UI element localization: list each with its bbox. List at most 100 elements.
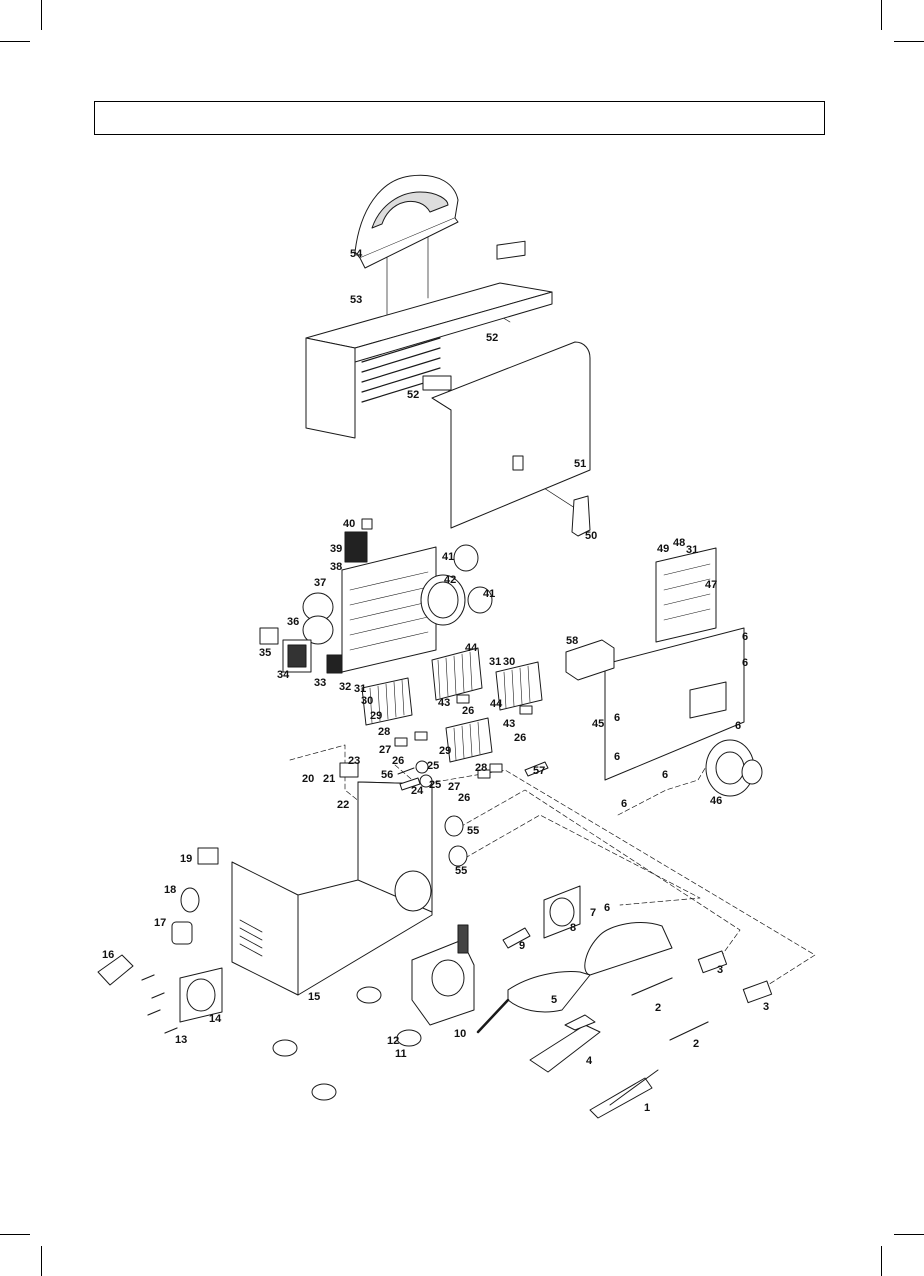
label-21: 21 (323, 773, 335, 785)
label-57: 57 (533, 765, 545, 777)
label-26b: 26 (514, 732, 526, 744)
label-6c: 6 (614, 712, 620, 724)
label-52a: 52 (486, 332, 498, 344)
label-6b: 6 (742, 657, 748, 669)
label-3b: 3 (763, 1001, 769, 1013)
label-56: 56 (381, 769, 393, 781)
label-6f: 6 (662, 769, 668, 781)
knob-46 (706, 740, 762, 796)
screws-13 (142, 975, 177, 1033)
label-26a: 26 (462, 705, 474, 717)
label-52b: 52 (407, 389, 419, 401)
label-39: 39 (330, 543, 342, 555)
label-31b: 31 (354, 683, 366, 695)
heatsink-44-a (432, 648, 482, 700)
plug-3-b (743, 981, 771, 1003)
label-13: 13 (175, 1034, 187, 1046)
label-6g: 6 (621, 798, 627, 810)
label-20: 20 (302, 773, 314, 785)
label-32: 32 (339, 681, 351, 693)
switch-19 (198, 848, 218, 864)
label-1: 1 (644, 1102, 650, 1114)
part-9 (503, 928, 530, 948)
label-2a: 2 (655, 1002, 661, 1014)
label-11: 11 (395, 1048, 407, 1060)
label-6e: 6 (614, 751, 620, 763)
label-25b: 25 (429, 779, 441, 791)
label-45: 45 (592, 718, 604, 730)
label-41b: 41 (483, 588, 495, 600)
label-55a: 55 (467, 825, 479, 837)
label-29a: 29 (370, 710, 382, 722)
wire-feeder-10 (412, 925, 474, 1025)
label-15: 15 (308, 991, 320, 1003)
label-26d: 26 (458, 792, 470, 804)
label-12: 12 (387, 1035, 399, 1047)
cable-2 (632, 978, 708, 1040)
label-47: 47 (705, 579, 717, 591)
label-34: 34 (277, 669, 290, 681)
label-37: 37 (314, 577, 326, 589)
label-38: 38 (330, 561, 342, 573)
label-7: 7 (590, 907, 596, 919)
label-10: 10 (454, 1028, 466, 1040)
label-4: 4 (586, 1055, 593, 1067)
label-31c: 31 (686, 544, 698, 556)
label-6d: 6 (735, 720, 741, 732)
label-16: 16 (102, 949, 114, 961)
label-23: 23 (348, 755, 360, 767)
socket-55-a (445, 816, 463, 836)
label-44b: 44 (490, 698, 503, 710)
pcb-assembly (260, 519, 492, 673)
side-cover-51 (432, 342, 590, 528)
heatsink-29-b (446, 718, 492, 762)
handle-54 (355, 175, 458, 268)
label-53: 53 (350, 294, 362, 306)
part-18 (181, 888, 199, 912)
chassis-15 (232, 782, 432, 995)
label-25a: 25 (427, 760, 439, 772)
label-3a: 3 (717, 964, 723, 976)
pcb-47 (656, 548, 716, 642)
label-29b: 29 (439, 745, 451, 757)
label-58: 58 (566, 635, 578, 647)
socket-55-b (449, 846, 467, 866)
label-36: 36 (287, 616, 299, 628)
label-30a: 30 (503, 656, 515, 668)
label-24: 24 (411, 785, 424, 797)
label-28a: 28 (378, 726, 390, 738)
label-31a: 31 (489, 656, 501, 668)
label-43b: 43 (503, 718, 515, 730)
label-5: 5 (551, 994, 557, 1006)
label-18: 18 (164, 884, 176, 896)
part-17 (172, 922, 192, 944)
label-50: 50 (585, 530, 597, 542)
label-35: 35 (259, 647, 271, 659)
label-14: 14 (209, 1013, 222, 1025)
label-44a: 44 (465, 642, 478, 654)
label-28b: 28 (475, 762, 487, 774)
label-26c: 26 (392, 755, 404, 767)
label-27a: 27 (379, 744, 391, 756)
label-51: 51 (574, 458, 586, 470)
label-9: 9 (519, 940, 525, 952)
label-30b: 30 (361, 695, 373, 707)
label-19: 19 (180, 853, 192, 865)
label-41a: 41 (442, 551, 454, 563)
label-54: 54 (350, 248, 363, 260)
label-27b: 27 (448, 781, 460, 793)
label-6h: 6 (604, 902, 610, 914)
label-2b: 2 (693, 1038, 699, 1050)
label-43a: 43 (438, 697, 450, 709)
label-40: 40 (343, 518, 355, 530)
label-17: 17 (154, 917, 166, 929)
label-22: 22 (337, 799, 349, 811)
label-8: 8 (570, 922, 576, 934)
label-55b: 55 (455, 865, 467, 877)
heatsink-44-b (496, 662, 542, 710)
label-6a: 6 (742, 631, 748, 643)
clip-52-b (423, 376, 451, 390)
label-33: 33 (314, 677, 326, 689)
label-48: 48 (673, 537, 685, 549)
